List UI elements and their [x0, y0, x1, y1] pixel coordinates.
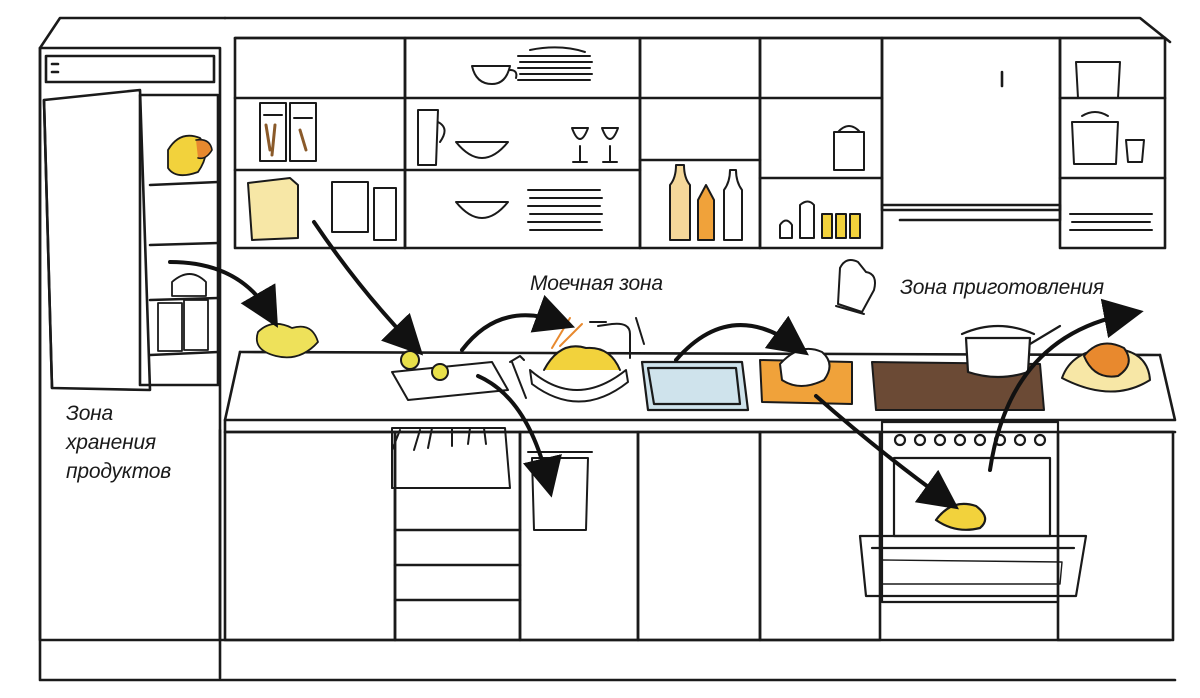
arrow-oven-to-stove: [988, 298, 1144, 472]
arrow-cabinet-to-board: [312, 220, 424, 356]
bowl-icon: [455, 141, 509, 219]
box-icon: [247, 177, 397, 241]
jug-icon: [417, 109, 446, 166]
arrow-board-to-bin: [476, 374, 562, 498]
roast-chicken-icon: [1061, 342, 1151, 393]
arrow-sink-to-board: [674, 315, 809, 362]
storage-zone-label-line-3: продуктов: [66, 460, 172, 483]
storage-zone-label-line-2: хранения: [66, 431, 156, 454]
storage-zone-label-line-1: Зона: [66, 402, 114, 425]
plates-icon: [527, 189, 603, 231]
fridge-icon: [38, 46, 222, 642]
plate-stack-icon-right: [1069, 213, 1153, 231]
lettuce-icon: [255, 322, 319, 359]
cups-icon: [471, 65, 518, 85]
sink-icon: [640, 360, 750, 412]
pot-icon: [1071, 61, 1145, 165]
jars-icon: [259, 102, 317, 162]
oven-mitt-icon: [835, 259, 876, 315]
plate-stack-icon: [517, 46, 593, 81]
washing-zone-label: Моечная зона: [530, 272, 663, 295]
storage-zone-label: Зона хранения продуктов: [66, 399, 171, 486]
cooking-zone-label: Зона приготовления: [900, 276, 1104, 299]
bottles-icon: [669, 164, 743, 241]
faucet-icon: [589, 317, 645, 359]
workflow-arrows: [168, 220, 1144, 510]
upper-cabinets: [223, 16, 1172, 250]
cutting-board-icon: [391, 350, 509, 401]
cutlery-drawer-icon: [391, 427, 511, 489]
oven-icon: [858, 420, 1088, 604]
trash-bin-icon: [527, 451, 593, 531]
arrow-board-to-oven: [814, 394, 959, 510]
vegetable-bowl-icon: [529, 317, 629, 403]
knife-icon: [509, 355, 527, 399]
arrow-fridge-to-counter: [168, 260, 279, 328]
arrow-board-to-sink: [460, 294, 576, 352]
spice-jars-icon: [779, 200, 861, 239]
cutting-board-meat-icon: [759, 348, 853, 405]
glasses-icon: [571, 127, 619, 163]
canister-icon: [833, 125, 865, 171]
